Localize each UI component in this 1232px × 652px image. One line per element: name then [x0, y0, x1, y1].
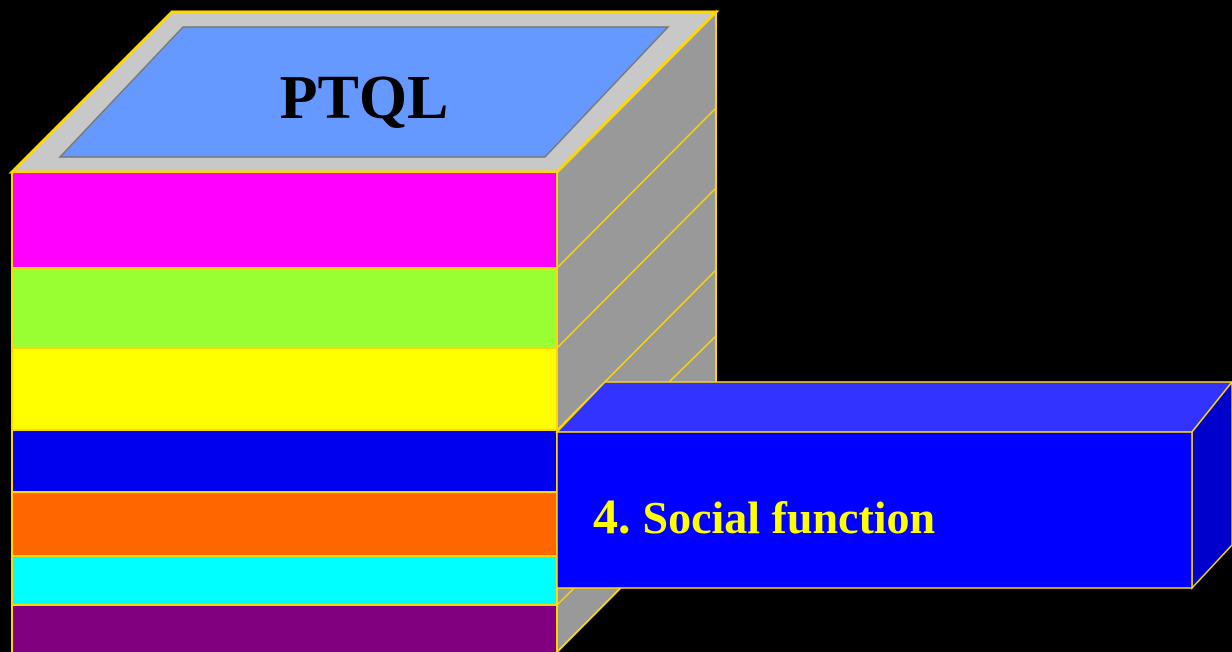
callout-box: 4.Social function — [555, 380, 1232, 590]
layer-2 — [11, 267, 558, 349]
layer-6 — [11, 555, 558, 606]
callout-label: 4.Social function — [593, 488, 935, 544]
stack-top-panel — [58, 26, 670, 158]
layer-5 — [11, 491, 558, 557]
stack-front-layers — [11, 171, 558, 652]
callout-text: Social function — [643, 492, 936, 543]
layer-1 — [11, 171, 558, 269]
layer-7 — [11, 604, 558, 652]
callout-top-face — [555, 381, 1232, 433]
callout-front-face — [556, 431, 1193, 589]
layer-3 — [11, 347, 558, 431]
stack-title: PTQL — [280, 64, 449, 132]
layer-4 — [11, 429, 558, 493]
callout-number: 4. — [593, 488, 631, 544]
